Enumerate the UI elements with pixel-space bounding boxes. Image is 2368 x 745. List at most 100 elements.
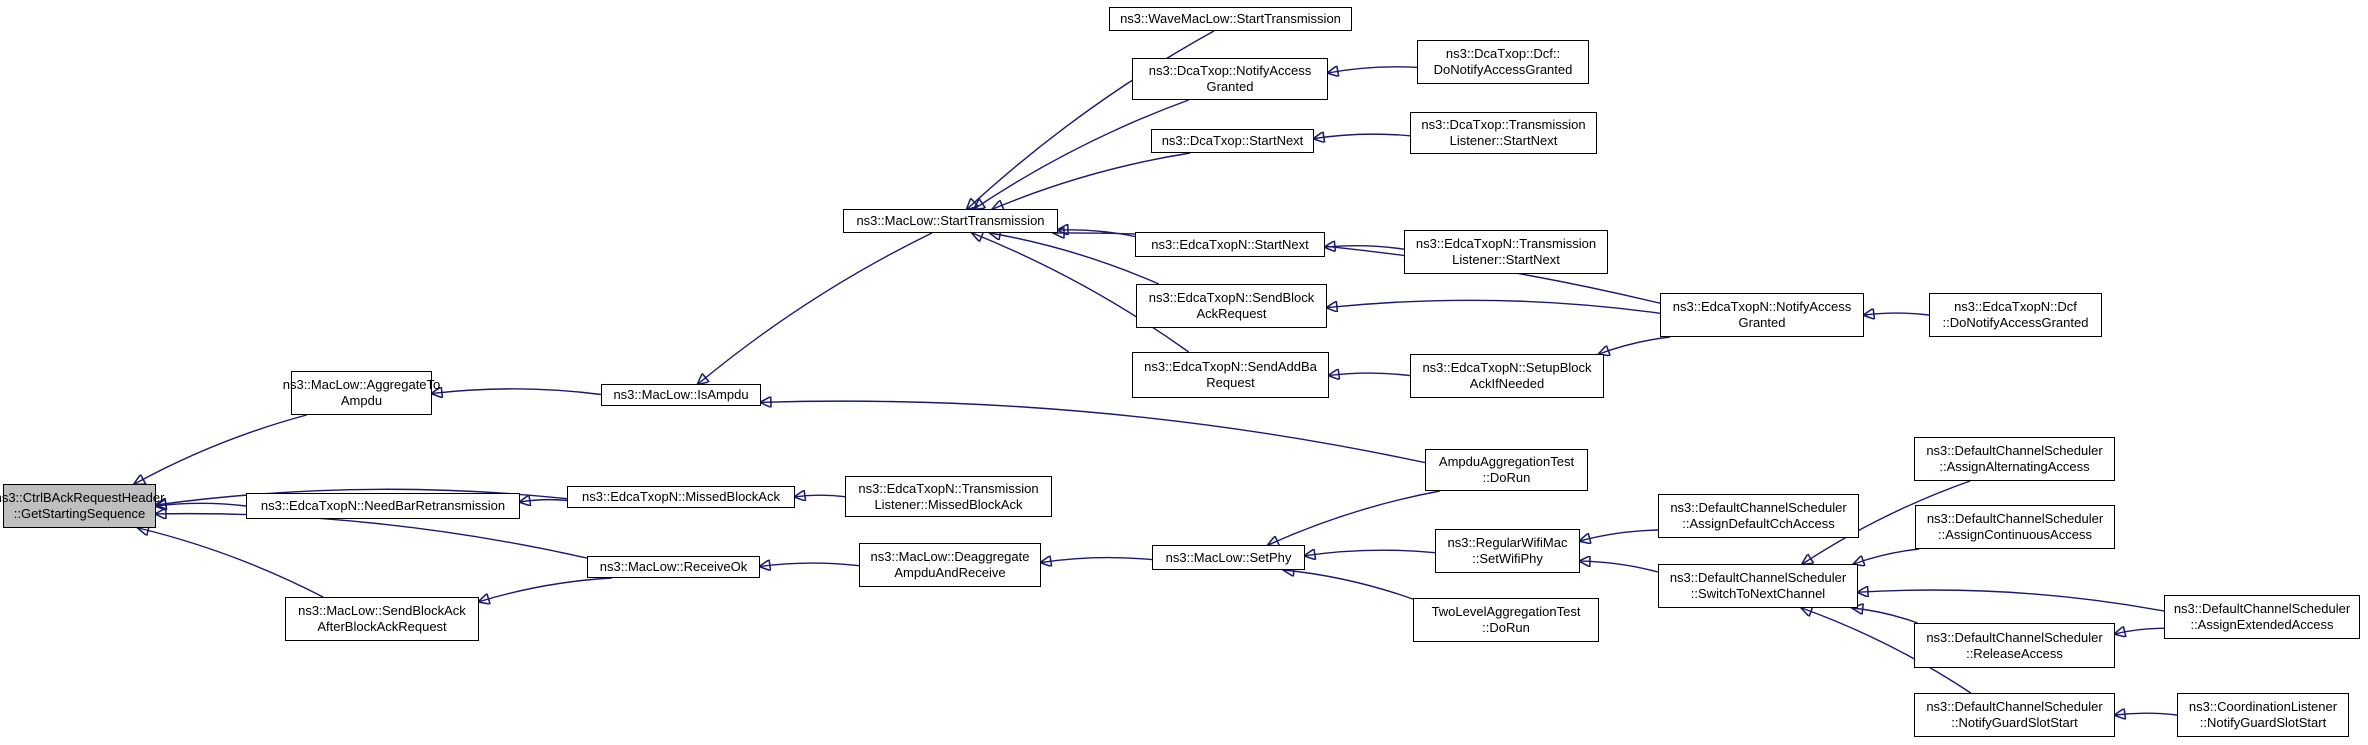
node-label-line: ::NotifyGuardSlotStart — [2199, 715, 2327, 730]
graph-node-dca-start-next[interactable]: ns3::DcaTxop::StartNext — [1151, 129, 1314, 153]
node-label-line: ns3::DcaTxop::StartNext — [1161, 133, 1304, 148]
edge-send_block_ack_after_bar-to-root — [138, 528, 324, 598]
graph-node-receive-ok[interactable]: ns3::MacLow::ReceiveOk — [587, 556, 760, 578]
node-label-line: ns3::MacLow::AggregateTo — [282, 377, 441, 392]
node-label-line: ::SetWifiPhy — [1472, 551, 1543, 566]
node-label-line: ns3::EdcaTxopN::NotifyAccess — [1672, 299, 1852, 314]
edge-set_phy-to-deaggregate — [1041, 558, 1153, 563]
graph-node-edca-start-next[interactable]: ns3::EdcaTxopN::StartNext — [1135, 232, 1325, 257]
edge-missed_block_ack-to-need_bar_retransmission — [520, 500, 568, 502]
node-label-line: ::AssignExtendedAccess — [2190, 617, 2334, 632]
node-label-line: AmpduAndReceive — [894, 565, 1006, 580]
edge-aggregate_to_ampdu-to-root — [134, 414, 307, 484]
node-label-line: ns3::EdcaTxopN::Transmission — [1415, 236, 1597, 251]
node-label-line: AckRequest — [1196, 306, 1267, 321]
graph-node-is-ampdu[interactable]: ns3::MacLow::IsAmpdu — [601, 384, 761, 406]
edge-dcs_assign_extended-to-dcs_switch_to_next_channel — [1858, 590, 2165, 612]
graph-node-dcs-assign-alternating[interactable]: ns3::DefaultChannelScheduler::AssignAlte… — [1914, 437, 2115, 481]
graph-node-dca-dcf-do-notify[interactable]: ns3::DcaTxop::Dcf::DoNotifyAccessGranted — [1417, 40, 1589, 84]
node-label-line: ns3::CtrlBAckRequestHeader — [0, 490, 165, 505]
node-label-line: DoNotifyAccessGranted — [1433, 62, 1573, 77]
edge-deaggregate-to-receive_ok — [760, 563, 860, 566]
node-label-line: AmpduAggregationTest — [1438, 454, 1575, 469]
node-label-line: ns3::CoordinationListener — [2188, 699, 2338, 714]
edge-dca_notify_access_granted-to-start_transmission — [974, 99, 1189, 209]
node-label-line: ::GetStartingSequence — [13, 506, 146, 521]
node-label-line: ns3::EdcaTxopN::Dcf — [1954, 299, 2077, 314]
node-label-line: ::SwitchToNextChannel — [1690, 586, 1826, 601]
node-label-line: ns3::MacLow::SendBlockAck — [298, 603, 466, 618]
graph-node-edca-dcf-do-notify[interactable]: ns3::EdcaTxopN::Dcf::DoNotifyAccessGrant… — [1929, 293, 2102, 337]
edge-dcs_notify_guard_slot_start-to-dcs_switch_to_next_channel — [1802, 608, 1972, 694]
edge-wave_start_transmission-to-start_transmission — [967, 30, 1215, 209]
graph-node-start-transmission[interactable]: ns3::MacLow::StartTransmission — [843, 209, 1058, 233]
node-label-line: ns3::DefaultChannelScheduler — [1926, 511, 2104, 526]
node-label-line: ns3::RegularWifiMac — [1447, 535, 1568, 550]
node-label-line: ns3::WaveMacLow::StartTransmission — [1120, 11, 1341, 26]
node-label-line: ::DoRun — [1482, 470, 1531, 485]
graph-node-dcs-assign-default-cch[interactable]: ns3::DefaultChannelScheduler::AssignDefa… — [1658, 494, 1859, 538]
edge-edca_tl_start_next-to-edca_start_next — [1325, 246, 1405, 250]
edge-dca_dcf_do_notify-to-dca_notify_access_granted — [1328, 67, 1418, 73]
graph-node-coordination-listener-notify[interactable]: ns3::CoordinationListener::NotifyGuardSl… — [2177, 693, 2349, 737]
edge-dcs_assign_continuous-to-dcs_switch_to_next_channel — [1854, 548, 1920, 564]
node-label-line: TwoLevelAggregationTest — [1431, 604, 1581, 619]
graph-node-dcs-assign-continuous[interactable]: ns3::DefaultChannelScheduler::AssignCont… — [1915, 505, 2115, 549]
node-label-line: ns3::EdcaTxopN::SendBlock — [1148, 290, 1315, 305]
edge-receive_ok-to-send_block_ack_after_bar — [479, 577, 612, 602]
graph-node-wave-start-transmission[interactable]: ns3::WaveMacLow::StartTransmission — [1109, 7, 1352, 31]
graph-node-dcs-release-access[interactable]: ns3::DefaultChannelScheduler::ReleaseAcc… — [1914, 623, 2115, 668]
node-label-line: ns3::MacLow::ReceiveOk — [599, 559, 748, 574]
graph-node-set-phy[interactable]: ns3::MacLow::SetPhy — [1152, 545, 1305, 570]
node-label-line: ::AssignAlternatingAccess — [1939, 459, 2090, 474]
node-label-line: ns3::DcaTxop::Dcf:: — [1445, 46, 1561, 61]
node-label-line: ns3::MacLow::SetPhy — [1165, 549, 1292, 565]
node-label-line: AckIfNeeded — [1469, 376, 1545, 391]
node-label-line: Listener::MissedBlockAck — [874, 496, 1023, 512]
node-label-line: ::AssignDefaultCchAccess — [1682, 516, 1835, 531]
node-label-line: ::DoRun — [1482, 620, 1530, 635]
graph-node-missed-block-ack[interactable]: ns3::EdcaTxopN::MissedBlockAck — [567, 486, 795, 508]
graph-node-root[interactable]: ns3::CtrlBAckRequestHeader::GetStartingS… — [0, 484, 164, 528]
edge-dcs_release_access-to-dcs_switch_to_next_channel — [1853, 608, 1918, 624]
edge-edca_send_block_ack_request-to-start_transmission — [990, 233, 1160, 285]
node-label-line: ns3::DefaultChannelScheduler — [1926, 443, 2103, 458]
node-label-line: Granted — [1206, 79, 1254, 94]
node-label-line: ns3::EdcaTxopN::NeedBarRetransmission — [260, 498, 506, 513]
edge-edca_setup_block_ack-to-edca_send_add_ba_request — [1329, 373, 1411, 376]
edge-dcs_switch_to_next_channel-to-regular_wifi_mac_set_phy — [1580, 561, 1659, 573]
edge-edca_notify_access_granted-to-edca_setup_block_ack — [1599, 336, 1671, 354]
edge-dca_tl_start_next-to-dca_start_next — [1314, 134, 1411, 138]
node-label-line: Listener::StartNext — [1452, 252, 1560, 267]
graph-node-dcs-notify-guard-slot-start[interactable]: ns3::DefaultChannelScheduler::NotifyGuar… — [1914, 693, 2115, 737]
edge-ampdu_aggregation_test-to-is_ampdu — [761, 401, 1426, 464]
graph-node-ampdu-aggregation-test[interactable]: AmpduAggregationTest::DoRun — [1425, 449, 1588, 491]
edge-is_ampdu-to-aggregate_to_ampdu — [432, 389, 602, 395]
graph-node-dcs-switch-to-next-channel[interactable]: ns3::DefaultChannelScheduler::SwitchToNe… — [1658, 564, 1858, 608]
node-label-line: ::AssignContinuousAccess — [1938, 527, 2092, 542]
node-label-line: ns3::DcaTxop::NotifyAccess — [1148, 63, 1312, 78]
graph-node-two-level-aggregation-test[interactable]: TwoLevelAggregationTest::DoRun — [1413, 598, 1599, 642]
edge-ampdu_aggregation_test-to-set_phy — [1268, 490, 1440, 545]
graph-node-regular-wifi-mac-set-phy[interactable]: ns3::RegularWifiMac::SetWifiPhy — [1435, 529, 1580, 573]
node-label-line: ns3::DefaultChannelScheduler — [1926, 629, 2103, 645]
edge-edca_notify_access_granted-to-edca_send_block_ack_request — [1327, 299, 1661, 314]
edge-dcs_assign_alternating-to-dcs_switch_to_next_channel — [1802, 480, 1971, 564]
node-label-line: ns3::MacLow::Deaggregate — [870, 549, 1030, 564]
graph-node-dcs-assign-extended[interactable]: ns3::DefaultChannelScheduler::AssignExte… — [2164, 595, 2360, 639]
edge-edca_send_add_ba_request-to-start_transmission — [972, 233, 1190, 353]
edge-regular_wifi_mac_set_phy-to-set_phy — [1305, 550, 1436, 556]
graph-node-need-bar-retransmission[interactable]: ns3::EdcaTxopN::NeedBarRetransmission — [246, 493, 520, 519]
